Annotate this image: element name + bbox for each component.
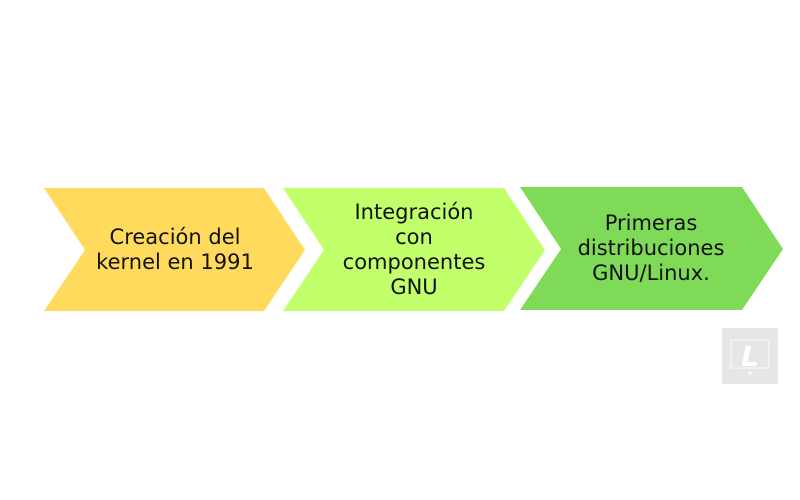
step-2-label: Integración con componentes GNU [342, 199, 486, 299]
watermark-letter: L [741, 339, 759, 373]
step-3-label: Primeras distribuciones GNU/Linux. [577, 211, 725, 285]
monitor-icon [730, 339, 770, 375]
step-1-label: Creación del kernel en 1991 [96, 224, 254, 274]
chevron-step-3 [520, 187, 783, 310]
chevron-step-1 [44, 188, 305, 311]
watermark-logo: L [722, 328, 778, 384]
chevron-step-2 [283, 188, 545, 311]
